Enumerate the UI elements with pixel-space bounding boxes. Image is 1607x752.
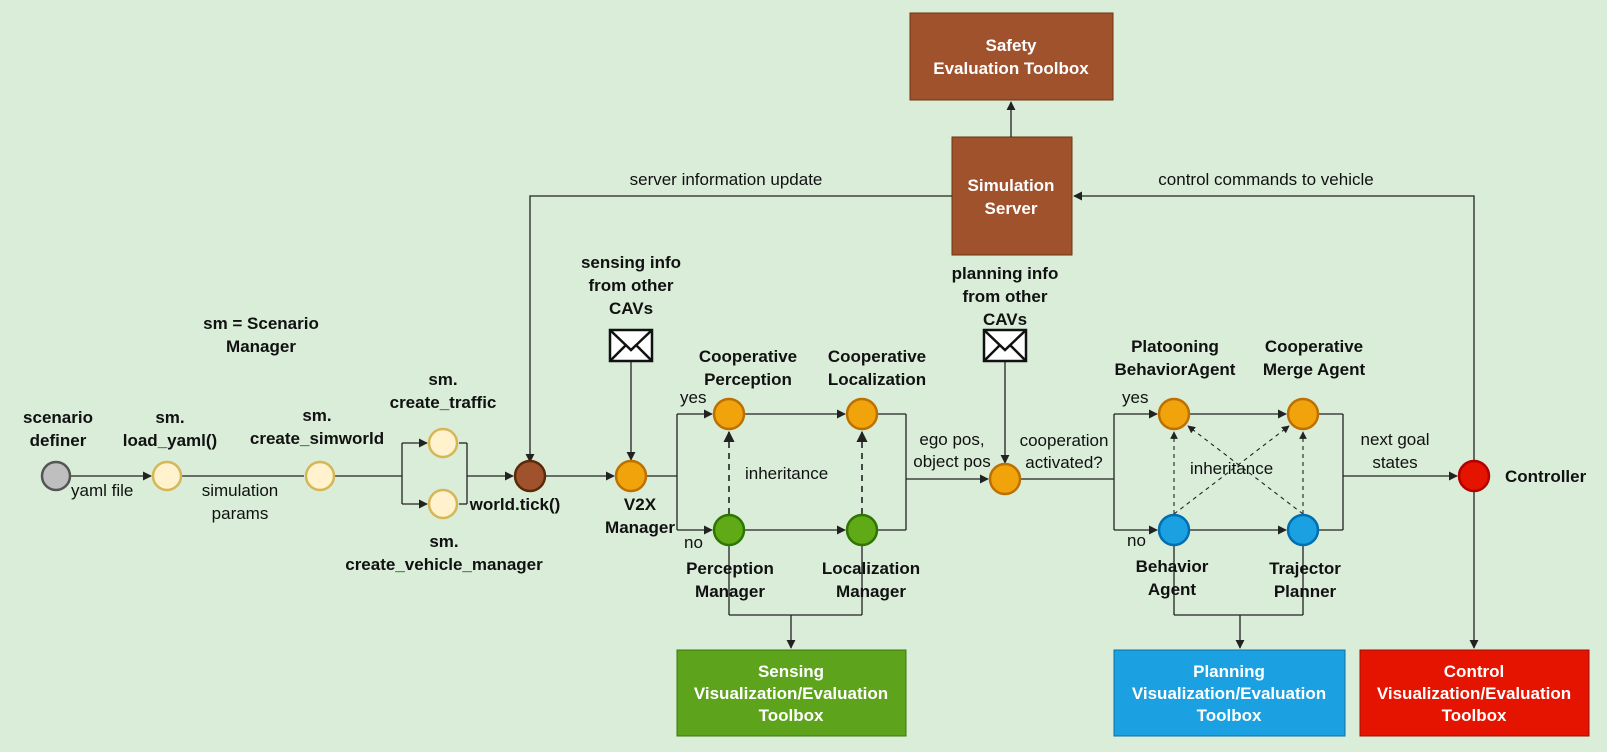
envelope-icon bbox=[982, 328, 1028, 363]
world-tick-label: world.tick() bbox=[469, 495, 561, 514]
nodes bbox=[40, 397, 1491, 547]
control-commands-label: control commands to vehicle bbox=[1158, 170, 1373, 189]
trajector-planner-node[interactable] bbox=[1286, 513, 1320, 547]
inheritance-label-1: inheritance bbox=[745, 464, 828, 483]
envelope-icon bbox=[608, 328, 654, 363]
controller-label: Controller bbox=[1505, 467, 1587, 486]
inheritance-label-2: inheritance bbox=[1190, 459, 1273, 478]
create-traffic-label: sm.create_traffic bbox=[390, 370, 497, 412]
load-yaml-node[interactable] bbox=[151, 460, 183, 492]
yes-label-2: yes bbox=[1122, 388, 1148, 407]
perception-manager-node[interactable] bbox=[712, 513, 746, 547]
yes-label-1: yes bbox=[680, 388, 706, 407]
behavior-agent-node[interactable] bbox=[1157, 513, 1191, 547]
world-tick-node[interactable] bbox=[513, 459, 547, 493]
no-label-1: no bbox=[684, 533, 703, 552]
cooperation-activated-node[interactable] bbox=[988, 462, 1022, 496]
cooperative-merge-agent-node[interactable] bbox=[1286, 397, 1320, 431]
cooperative-perception-node[interactable] bbox=[712, 397, 746, 431]
create-vehicle-manager-node[interactable] bbox=[427, 488, 459, 520]
v2x-manager-node[interactable] bbox=[614, 459, 648, 493]
create-simworld-node[interactable] bbox=[304, 460, 336, 492]
cooperative-localization-node[interactable] bbox=[845, 397, 879, 431]
server-info-update-label: server information update bbox=[630, 170, 823, 189]
load-yaml-label: sm.load_yaml() bbox=[123, 408, 217, 450]
localization-manager-node[interactable] bbox=[845, 513, 879, 547]
no-label-2: no bbox=[1127, 531, 1146, 550]
controller-node[interactable] bbox=[1457, 459, 1491, 493]
scenario-definer-node[interactable] bbox=[40, 460, 72, 492]
yaml-file-label: yaml file bbox=[71, 481, 133, 500]
create-traffic-node[interactable] bbox=[427, 427, 459, 459]
edges bbox=[71, 101, 1479, 649]
create-vehicle-manager-label: sm.create_vehicle_manager bbox=[345, 532, 543, 574]
ego-pos-label: ego pos,object pos bbox=[913, 430, 991, 471]
create-simworld-label: sm.create_simworld bbox=[250, 406, 384, 448]
platooning-behavior-agent-node[interactable] bbox=[1157, 397, 1191, 431]
